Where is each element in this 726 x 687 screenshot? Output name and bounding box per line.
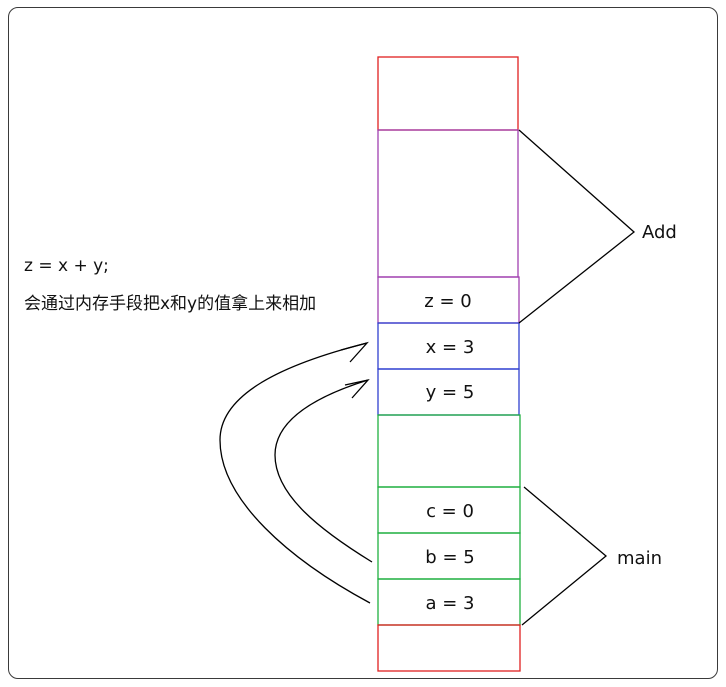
main-frame-space bbox=[377, 414, 521, 488]
arrow-a-to-x bbox=[219, 342, 371, 604]
cell-y-text: y = 5 bbox=[426, 382, 475, 403]
add-frame-space bbox=[377, 129, 519, 278]
add-label: Add bbox=[642, 222, 677, 243]
diagram-frame bbox=[8, 7, 718, 679]
stack-top-boundary bbox=[377, 56, 519, 131]
arrow-a-to-x-head bbox=[340, 341, 369, 363]
stack-bottom-boundary bbox=[377, 624, 521, 672]
cell-c-text: c = 0 bbox=[426, 501, 474, 522]
add-bracket bbox=[518, 129, 636, 324]
arrow-b-to-y bbox=[274, 379, 373, 563]
code-line: z = x + y; bbox=[24, 256, 109, 276]
explanation-text: 会通过内存手段把x和y的值拿上来相加 bbox=[24, 294, 317, 314]
cell-b-text: b = 5 bbox=[425, 547, 474, 568]
cell-x-text: x = 3 bbox=[426, 337, 475, 358]
arrow-b-to-y-head bbox=[344, 378, 370, 399]
cell-a-text: a = 3 bbox=[425, 593, 474, 614]
main-bracket bbox=[521, 486, 608, 626]
main-label: main bbox=[617, 548, 662, 569]
cell-z-text: z = 0 bbox=[424, 291, 471, 312]
